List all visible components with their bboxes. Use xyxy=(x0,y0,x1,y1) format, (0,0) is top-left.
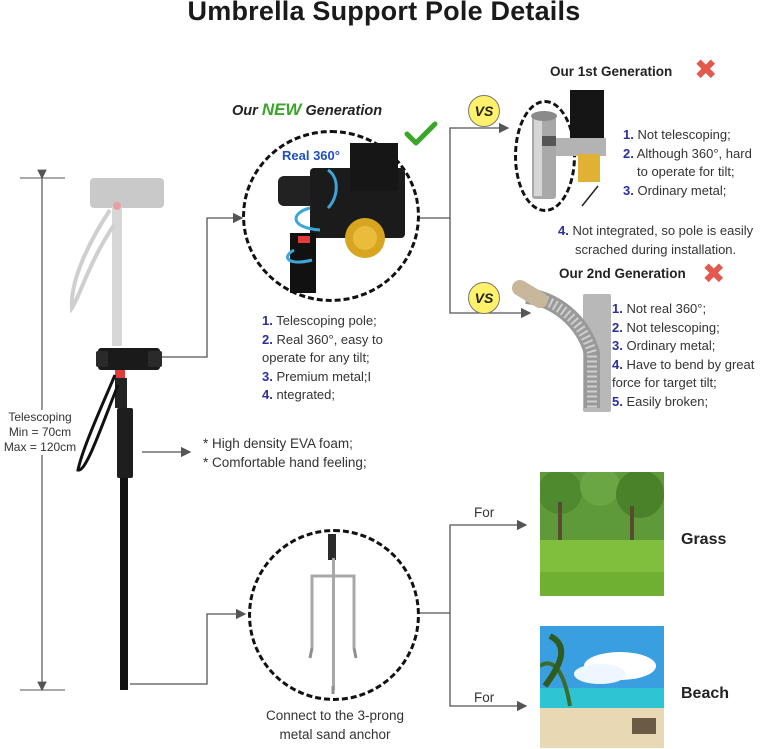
list-item: 3. Premium metal;I xyxy=(262,368,372,384)
second-generation-features: 1. Not real 360°; 2. Not telescoping; 3.… xyxy=(612,300,768,411)
arrow-to-beach xyxy=(449,613,528,712)
list-item: * Comfortable hand feeling; xyxy=(203,455,367,470)
second-generation-bend-image xyxy=(512,280,600,408)
anchor-caption: Connect to the 3-prong metal sand anchor xyxy=(265,708,405,742)
vs-badge-second: VS xyxy=(468,282,500,314)
list-item: force for target tilt; xyxy=(612,375,717,390)
x-mark-icon: ✖ xyxy=(694,54,718,85)
sand-anchor-image xyxy=(308,534,358,694)
new-gen-suffix: Generation xyxy=(301,103,383,119)
arrow-to-first-gen xyxy=(418,122,510,219)
x-mark-icon: ✖ xyxy=(702,258,726,289)
arrow-to-second-gen xyxy=(449,218,532,319)
first-generation-note: 4. Not integrated, so pole is easily scr… xyxy=(558,223,754,257)
new-features-list: 1. Telescoping pole; 2. Real 360°, easy … xyxy=(262,312,462,405)
for-label-beach: For xyxy=(474,690,495,705)
for-label-grass: For xyxy=(474,505,495,520)
new-gen-highlight: NEW xyxy=(261,100,302,119)
beach-label: Beach xyxy=(681,685,730,702)
new-generation-circle xyxy=(242,130,420,302)
arrow-to-grass xyxy=(420,519,528,614)
pointer-line xyxy=(581,185,599,207)
new-generation-mount-image xyxy=(278,143,405,293)
new-gen-prefix: Our xyxy=(232,103,262,119)
umbrella-pole-image xyxy=(69,178,164,690)
list-item: * High density EVA foam; xyxy=(203,436,353,451)
list-item: 1. Not real 360°; xyxy=(612,301,707,316)
new-generation-title: Our NEW Generation xyxy=(232,100,382,120)
first-generation-clamp-image xyxy=(531,90,606,199)
foam-notes: * High density EVA foam; * Comfortable h… xyxy=(203,434,367,472)
grass-photo xyxy=(540,472,664,596)
list-item: 4. Have to bend by great xyxy=(612,356,755,372)
arrow-to-anchor xyxy=(130,608,247,685)
arrow-to-new-gen xyxy=(162,212,244,358)
list-item: to operate for tilt; xyxy=(637,164,735,179)
list-item: 1. Not telescoping; xyxy=(623,127,731,142)
list-item: 3. Ordinary metal; xyxy=(612,338,716,353)
real-360-badge: Real 360° xyxy=(282,148,340,163)
vs-badge-first: VS xyxy=(468,95,500,127)
list-item: operate for any tilt; xyxy=(262,350,370,365)
grass-label: Grass xyxy=(681,531,727,548)
telescoping-label: Telescoping Min = 70cm Max = 120cm xyxy=(0,410,80,455)
list-item: 5. Easily broken; xyxy=(612,393,709,409)
first-generation-title: Our 1st Generation xyxy=(550,64,673,79)
list-item: 2. Not telescoping; xyxy=(612,319,720,335)
anchor-circle xyxy=(248,529,420,701)
list-item: 3. Ordinary metal; xyxy=(623,182,727,198)
list-item: 1. Telescoping pole; xyxy=(262,313,377,328)
second-generation-title: Our 2nd Generation xyxy=(559,266,686,281)
check-icon xyxy=(404,121,438,146)
list-item: 2. Although 360°, hard xyxy=(623,145,752,161)
page-title: Umbrella Support Pole Details xyxy=(187,0,581,26)
beach-photo xyxy=(540,626,664,748)
list-item: 2. Real 360°, easy to xyxy=(262,331,383,347)
first-generation-features: 1. Not telescoping; 2. Although 360°, ha… xyxy=(623,126,768,200)
list-item: 4. ntegrated; xyxy=(262,387,335,402)
